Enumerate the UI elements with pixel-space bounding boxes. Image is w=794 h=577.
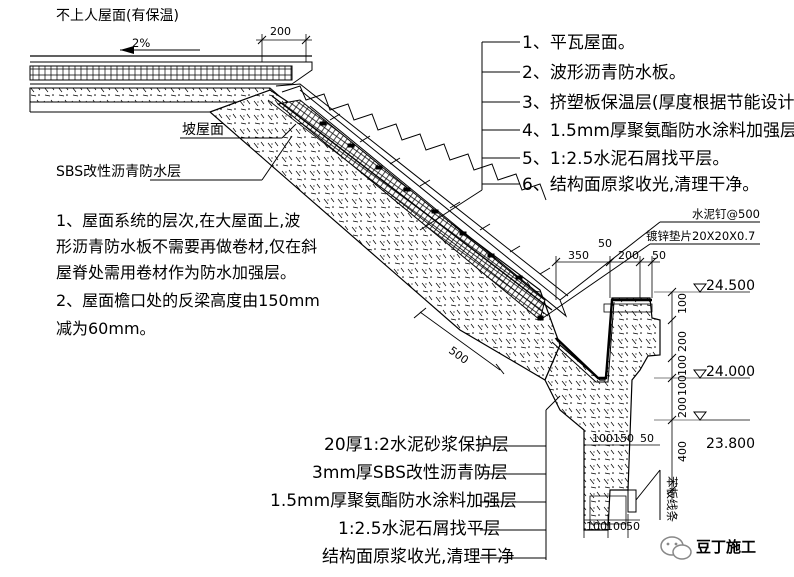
note-line-5: 减为60mm。 xyxy=(56,319,156,338)
bottom-layer-leader xyxy=(480,395,561,560)
elevation-24000: 24.000 xyxy=(706,364,755,380)
label-sbs: SBS改性沥青防水层 xyxy=(56,164,181,180)
layer-3: 3、挤塑板保温层(厚度根据节能设计)。 xyxy=(522,93,794,113)
elevation-24500: 24.500 xyxy=(706,278,755,294)
bottom-layer-5: 结构面原浆收光,清理干净 xyxy=(322,547,514,567)
dim-bottom-100b: 100 xyxy=(606,520,627,533)
note-line-2: 形沥青防水板不需要再做卷材,仅在斜 xyxy=(56,237,317,256)
dim-v400: 400 xyxy=(676,441,689,462)
bottom-layer-3: 1.5mm厚聚氨酯防水涂料加强层 xyxy=(270,491,517,511)
layer-1: 1、平瓦屋面。 xyxy=(522,33,635,53)
elevation-23800: 23.800 xyxy=(706,436,755,452)
dim-slope-500-text: 500 xyxy=(446,344,471,367)
dim-v200b: 200 xyxy=(676,397,689,418)
wechat-icon xyxy=(660,536,692,560)
bottom-layer-2: 3mm厚SBS改性沥青防层 xyxy=(312,463,508,483)
layer-6: 6、结构面原浆收光,清理干净。 xyxy=(522,175,759,195)
dim-50-right: 50 xyxy=(652,249,666,262)
layer-2: 2、波形沥青防水板。 xyxy=(522,63,686,83)
flat-roof-layers xyxy=(29,55,313,113)
nail-label: 水泥钉@500 xyxy=(692,207,760,221)
fascia-label: 苯板线条 xyxy=(665,476,679,522)
dim-v100c: 100 xyxy=(676,375,689,396)
dim-top-200 xyxy=(256,34,312,62)
layer-5: 5、1:2.5水泥石屑找平层。 xyxy=(522,149,729,169)
dim-mid: 100150 xyxy=(592,432,634,445)
slope-arrow xyxy=(120,46,200,54)
nail-leader xyxy=(539,221,760,321)
eave-bottom-dims xyxy=(583,514,640,538)
slope-percentage: 2% xyxy=(132,36,150,50)
dim-slope-500 xyxy=(413,307,505,375)
washer-label: 镀锌垫片20X20X0.7 xyxy=(646,229,755,243)
dim-bottom-100a: 100 xyxy=(586,520,607,533)
dim-top-text: 200 xyxy=(270,25,291,38)
note-line-1: 1、屋面系统的层次,在大屋面上,波 xyxy=(56,211,300,230)
bottom-layer-4: 1:2.5水泥石屑找平层 xyxy=(338,519,501,539)
right-layer-leader xyxy=(419,41,520,231)
label-slope-roof: 坡屋面 xyxy=(182,122,224,138)
roof-type-label: 不上人屋面(有保温) xyxy=(56,8,179,24)
fascia-leader xyxy=(635,469,661,520)
bottom-layer-1: 20厚1:2水泥砂浆保护层 xyxy=(324,435,509,455)
dim-v100a: 100 xyxy=(676,293,689,314)
eave-right-dims xyxy=(654,287,700,500)
sloped-roof-structure xyxy=(208,83,569,381)
elevation-markers xyxy=(693,283,750,421)
eave-section xyxy=(544,297,661,531)
dim-v100b: 100 xyxy=(676,355,689,376)
left-leaders xyxy=(150,123,297,181)
dim-v200a: 200 xyxy=(676,331,689,352)
dim-bottom-50: 50 xyxy=(626,520,640,533)
layer-4: 4、1.5mm厚聚氨酯防水涂料加强层。 xyxy=(522,121,794,141)
dim-350: 350 xyxy=(568,249,589,262)
dim-200: 200 xyxy=(618,249,639,262)
dim-mid2: 50 xyxy=(640,432,654,445)
dim-50-left: 50 xyxy=(598,237,612,250)
note-line-3: 屋脊处需用卷材作为防水加强层。 xyxy=(56,263,296,282)
note-line-4: 2、屋面檐口处的反梁高度由150mm xyxy=(56,291,320,310)
watermark-text: 豆丁施工 xyxy=(696,538,756,556)
